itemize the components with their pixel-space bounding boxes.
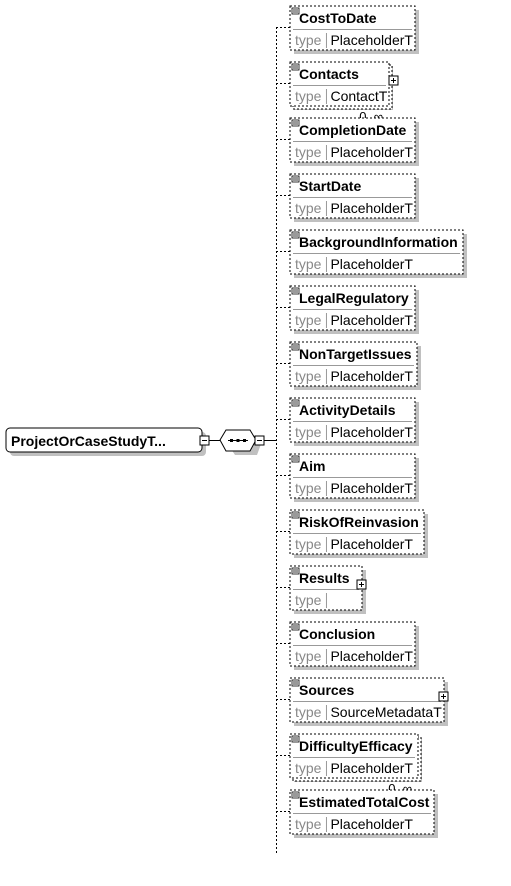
type-value: PlaceholderT (330, 480, 413, 496)
type-value: PlaceholderT (330, 368, 413, 384)
type-value: PlaceholderT (330, 760, 413, 776)
type-keyword: type (295, 256, 322, 272)
element-glyph-icon (291, 287, 300, 295)
type-keyword: type (295, 760, 322, 776)
element-name: BackgroundInformation (299, 234, 458, 250)
element-glyph-icon (291, 679, 300, 687)
element-name: Aim (299, 458, 325, 474)
type-keyword: type (295, 648, 322, 664)
type-keyword: type (295, 592, 322, 608)
type-keyword: type (295, 424, 322, 440)
type-keyword: type (295, 480, 322, 496)
element-glyph-icon (291, 343, 300, 351)
expand-icon[interactable] (438, 691, 449, 702)
type-value: ContactT (330, 88, 387, 104)
type-value: PlaceholderT (330, 816, 413, 832)
element-name: Conclusion (299, 626, 375, 642)
sequence-collapse-icon[interactable] (254, 435, 265, 446)
type-keyword: type (295, 816, 322, 832)
element-non-target-issues[interactable]: NonTargetIssues type PlaceholderT (289, 341, 421, 390)
type-value: PlaceholderT (330, 144, 413, 160)
type-value: PlaceholderT (330, 256, 413, 272)
element-risk-of-reinvasion[interactable]: RiskOfReinvasion type PlaceholderT (289, 509, 428, 558)
type-keyword: type (295, 704, 322, 720)
element-name: Results (299, 570, 350, 586)
element-activity-details[interactable]: ActivityDetails type PlaceholderT (289, 397, 419, 446)
element-glyph-icon (291, 63, 300, 71)
element-results[interactable]: Results type (289, 565, 367, 614)
element-start-date[interactable]: StartDate type PlaceholderT (289, 173, 419, 222)
element-name: Sources (299, 682, 354, 698)
root-collapse-icon[interactable] (199, 435, 210, 446)
type-keyword: type (295, 200, 322, 216)
element-name: NonTargetIssues (299, 346, 412, 362)
type-keyword: type (295, 368, 322, 384)
root-label: ProjectOrCaseStudyT... (11, 433, 166, 449)
type-value: PlaceholderT (330, 424, 413, 440)
element-name: ActivityDetails (299, 402, 396, 418)
element-name: CostToDate (299, 10, 377, 26)
element-name: EstimatedTotalCost (299, 794, 430, 810)
element-glyph-icon (291, 455, 300, 463)
type-keyword: type (295, 536, 322, 552)
element-name: LegalRegulatory (299, 290, 409, 306)
type-keyword: type (295, 88, 322, 104)
type-value: PlaceholderT (330, 536, 413, 552)
type-value: PlaceholderT (330, 200, 413, 216)
element-glyph-icon (291, 119, 300, 127)
element-aim[interactable]: Aim type PlaceholderT (289, 453, 419, 502)
element-glyph-icon (291, 735, 300, 743)
element-completion-date[interactable]: CompletionDate type PlaceholderT (289, 117, 419, 166)
type-keyword: type (295, 312, 322, 328)
type-keyword: type (295, 32, 322, 48)
expand-icon[interactable] (356, 579, 367, 590)
expand-icon[interactable] (388, 75, 399, 86)
element-cost-to-date[interactable]: CostToDate type PlaceholderT (289, 5, 419, 54)
element-name: Contacts (299, 66, 359, 82)
type-value: PlaceholderT (330, 32, 413, 48)
element-glyph-icon (291, 7, 300, 15)
root-element[interactable]: ProjectOrCaseStudyT... (5, 427, 206, 456)
element-glyph-icon (291, 567, 300, 575)
element-glyph-icon (291, 175, 300, 183)
element-name: DifficultyEfficacy (299, 738, 413, 754)
type-value: PlaceholderT (330, 312, 413, 328)
element-glyph-icon (291, 623, 300, 631)
element-glyph-icon (291, 399, 300, 407)
element-glyph-icon (291, 511, 300, 519)
type-value: PlaceholderT (330, 648, 413, 664)
element-name: StartDate (299, 178, 361, 194)
element-glyph-icon (291, 231, 300, 239)
element-name: CompletionDate (299, 122, 407, 138)
element-glyph-icon (291, 791, 300, 799)
type-keyword: type (295, 144, 322, 160)
element-sources[interactable]: Sources type SourceMetadataT (289, 677, 449, 726)
sequence-compositor-icon[interactable] (219, 429, 261, 455)
element-background-information[interactable]: BackgroundInformation type PlaceholderT (289, 229, 467, 278)
type-value: SourceMetadataT (330, 704, 442, 720)
element-legal-regulatory[interactable]: LegalRegulatory type PlaceholderT (289, 285, 419, 334)
element-conclusion[interactable]: Conclusion type PlaceholderT (289, 621, 419, 670)
element-estimated-total-cost[interactable]: EstimatedTotalCost type PlaceholderT (289, 789, 438, 838)
element-name: RiskOfReinvasion (299, 514, 419, 530)
